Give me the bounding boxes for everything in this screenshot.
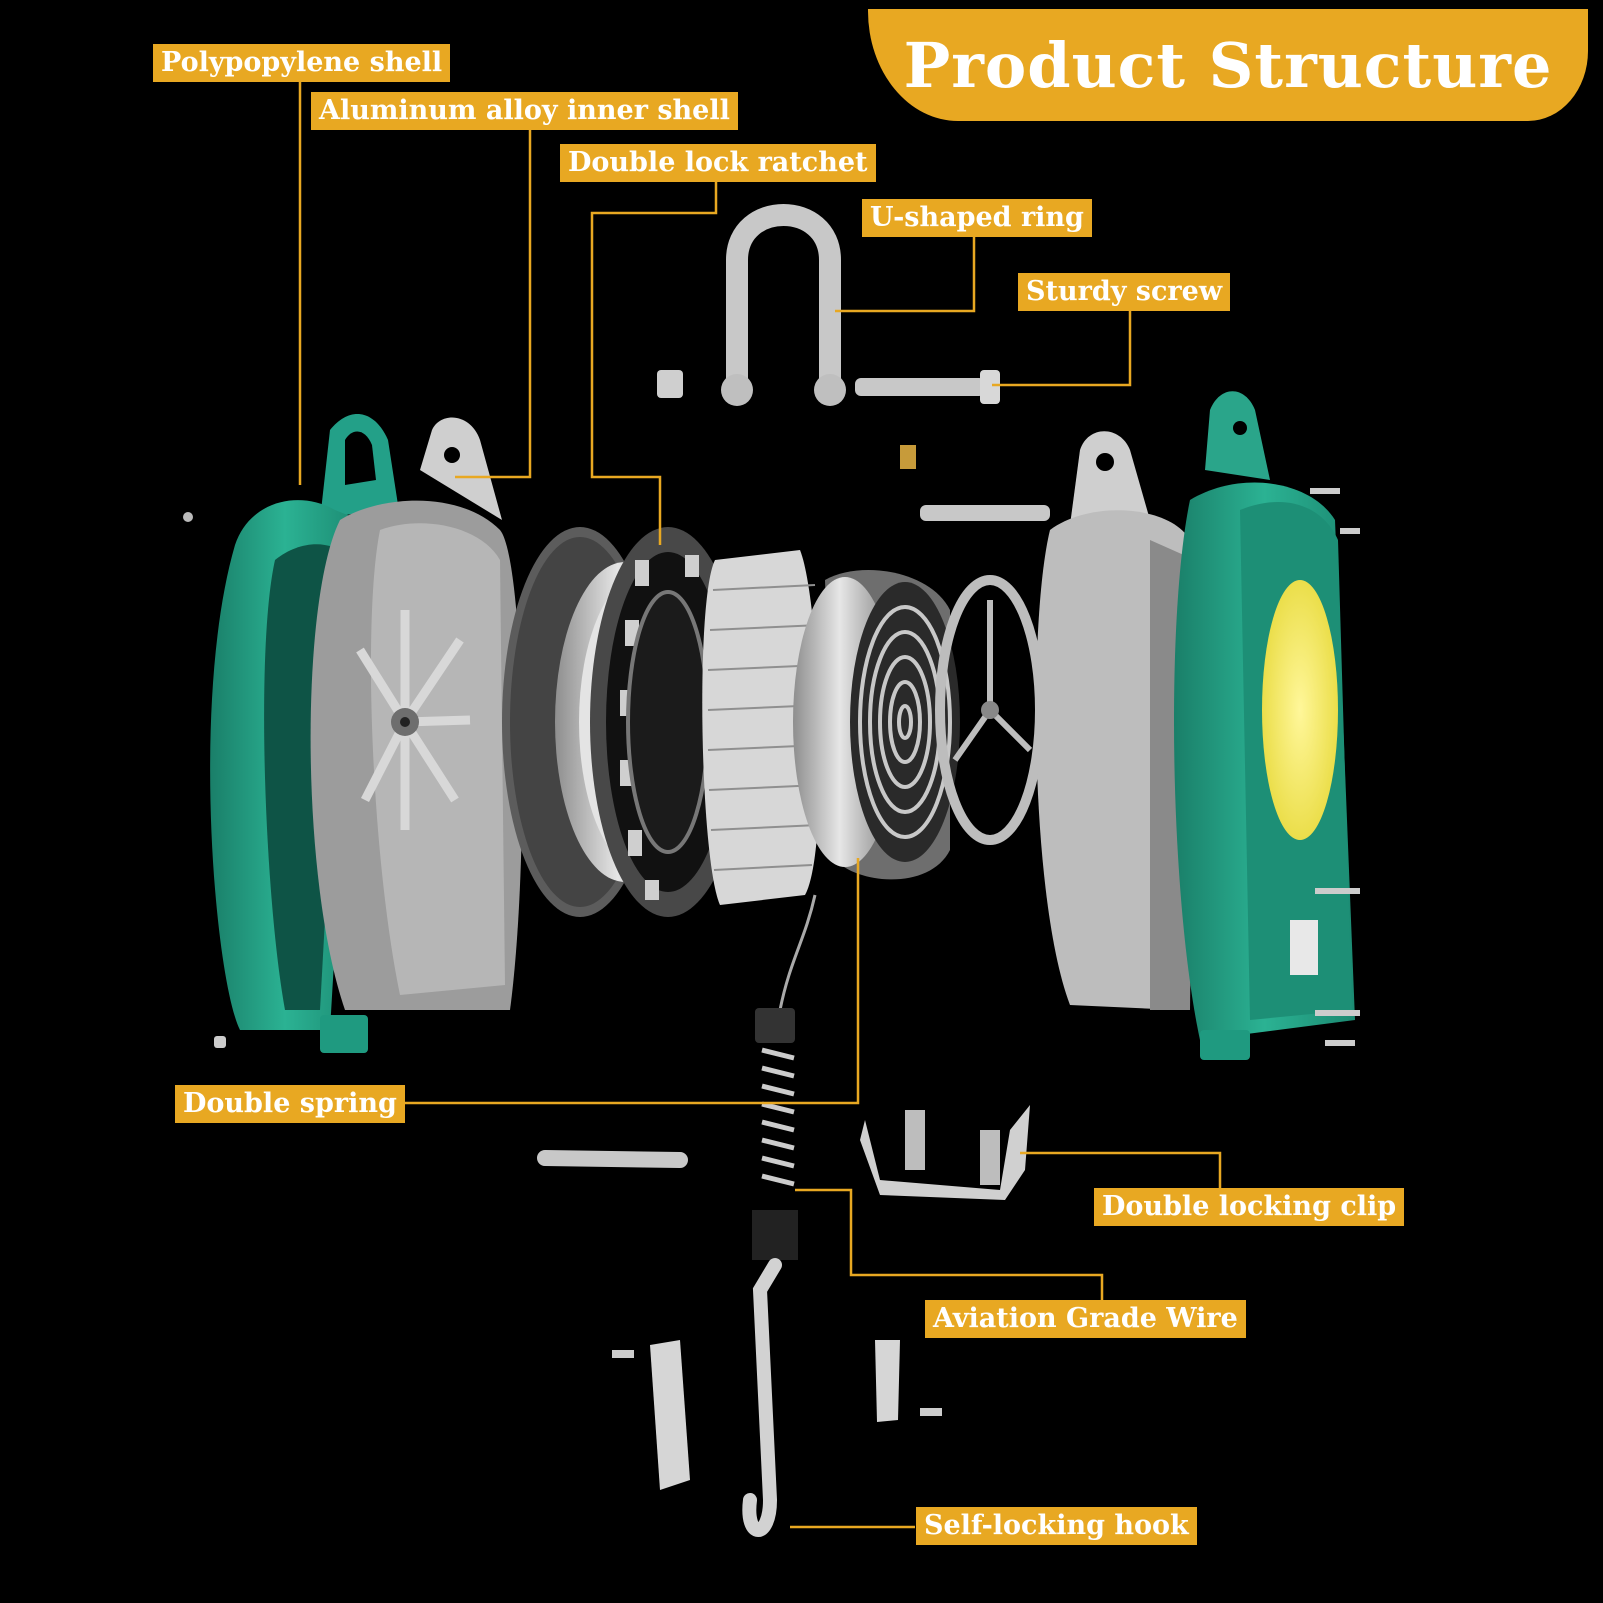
label-u-shaped-ring: U-shaped ring	[862, 199, 1092, 237]
label-double-spring: Double spring	[175, 1085, 405, 1123]
label-double-lock-ratchet: Double lock ratchet	[560, 144, 876, 182]
u-shaped-ring	[721, 204, 846, 406]
label-aviation-grade-wire: Aviation Grade Wire	[925, 1300, 1246, 1338]
small-brass-pin	[900, 445, 916, 469]
leader-u-shaped-ring	[835, 235, 976, 313]
double-locking-clip	[860, 1105, 1030, 1200]
label-sturdy-screw: Sturdy screw	[1018, 273, 1231, 311]
double-lock-ratchet	[502, 527, 746, 917]
leader-double-spring	[404, 858, 860, 1105]
leader-aviation-grade-wire	[795, 1188, 1104, 1309]
label-double-locking-clip: Double locking clip	[1094, 1188, 1405, 1226]
label-aluminum-inner-shell: Aluminum alloy inner shell	[311, 92, 738, 130]
leader-double-lock-ratchet	[590, 180, 718, 545]
leader-aluminum-inner-shell	[455, 127, 532, 479]
label-polypropylene-shell: Polypopylene shell	[153, 44, 451, 82]
right-polypropylene-shell	[1173, 391, 1360, 1060]
sturdy-screw	[855, 370, 1000, 404]
page-title: Product Structure	[903, 28, 1553, 102]
hook-latch-parts	[612, 1340, 942, 1490]
double-spring-cassette	[793, 570, 960, 880]
label-self-locking-hook: Self-locking hook	[916, 1507, 1197, 1545]
nut	[657, 370, 683, 398]
right-aluminum-inner-shell	[1036, 431, 1195, 1010]
shaft-pin	[920, 505, 1050, 521]
leader-sturdy-screw	[992, 309, 1132, 387]
left-aluminum-inner-shell	[310, 417, 523, 1010]
title-banner: Product Structure	[868, 9, 1588, 121]
cable-and-hook-assembly	[537, 894, 817, 1537]
